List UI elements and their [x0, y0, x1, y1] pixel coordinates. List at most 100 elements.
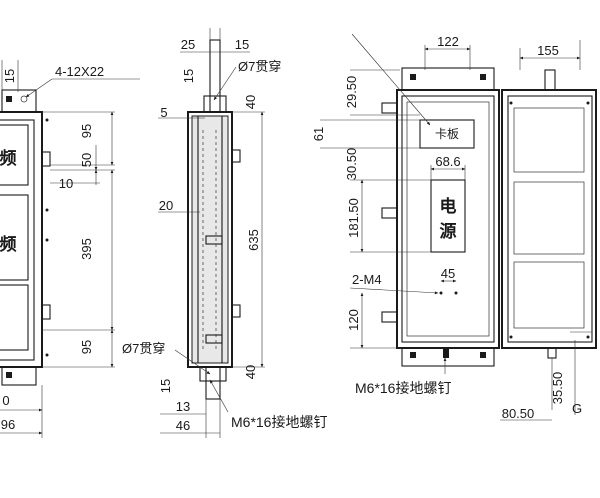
- label-g: G: [572, 401, 582, 416]
- front-bottom-bracket: [1, 366, 37, 386]
- label-through-top: Ø7贯穿: [238, 59, 281, 74]
- dim-text: 120: [346, 309, 361, 331]
- back-window-bottom: [513, 261, 585, 329]
- back-screw: [586, 101, 590, 105]
- inner-top-bracket: [401, 67, 495, 91]
- side-top-flange: [209, 39, 221, 113]
- dim-text: 0: [2, 393, 9, 408]
- dim-text: 80.50: [502, 406, 535, 421]
- label-screw-side: M6*16接地螺钉: [231, 414, 327, 430]
- dim-text: 46: [176, 418, 190, 433]
- inner-enclosure-frame: [401, 95, 495, 343]
- back-window-top: [513, 107, 585, 173]
- power-label-char-1: 电: [440, 196, 457, 216]
- front-top-bracket: [1, 89, 37, 113]
- back-view: 155 35.50 80.50 G: [500, 40, 597, 421]
- front-screw: [45, 208, 49, 212]
- front-view: 频 频 95 50 10 395 95 15 4-12X22: [0, 60, 140, 438]
- dim-text: 96: [1, 417, 15, 432]
- dim-text: 95: [79, 124, 94, 138]
- dim-text: 155: [537, 43, 559, 58]
- front-window-mid-label: 频: [0, 234, 17, 254]
- dim-text: 25: [181, 37, 195, 52]
- back-door-outline: [501, 89, 597, 349]
- side-view: 25 15 Ø7贯穿 15 5 40 20 635 Ø7贯穿 15 40 13 …: [122, 28, 327, 438]
- dim-text: 30.50: [344, 148, 359, 181]
- dim-text: 181.50: [346, 198, 361, 238]
- front-enclosure-inner: [0, 119, 35, 361]
- inner-side-tab: [381, 311, 398, 323]
- side-top-bracket: [203, 95, 227, 113]
- dim-text: 20: [159, 198, 173, 213]
- inner-bottom-slot: [480, 352, 486, 358]
- back-screw: [509, 101, 513, 105]
- inner-top-slot: [480, 74, 486, 80]
- front-side-tab-bottom: [41, 304, 51, 320]
- inner-side-tab: [381, 102, 398, 114]
- dim-text: 68.6: [435, 154, 460, 169]
- front-top-slot: [6, 96, 12, 102]
- back-bottom-stud: [547, 347, 557, 359]
- back-screw: [586, 335, 590, 339]
- leader-line: [174, 349, 211, 375]
- label-through-bottom: Ø7贯穿: [122, 341, 165, 356]
- inner-bottom-slot: [410, 352, 416, 358]
- back-top-stud: [544, 69, 556, 91]
- ground-stud: [443, 348, 449, 358]
- dim-text: 10: [59, 176, 73, 191]
- leader-line: [25, 78, 53, 98]
- side-tab: [231, 149, 241, 163]
- dim-text: 95: [79, 340, 94, 354]
- dim-text: 61: [311, 127, 326, 141]
- dim-text: 122: [437, 34, 459, 49]
- dim-text: 50: [79, 153, 94, 167]
- side-enclosure-inner: [191, 115, 229, 364]
- front-window-mid: [0, 194, 29, 281]
- label-holes: 4-12X22: [55, 64, 104, 79]
- dim-text: 45: [441, 266, 455, 281]
- dim-text: 395: [79, 238, 94, 260]
- m4-hole: [454, 291, 458, 295]
- side-tab: [205, 334, 223, 344]
- leader-line: [351, 33, 431, 126]
- inner-enclosure-panel: [406, 101, 490, 337]
- dim-text: 29.50: [344, 76, 359, 109]
- label-screw-inner: M6*16接地螺钉: [355, 380, 451, 396]
- power-label-char-2: 源: [440, 221, 457, 241]
- m4-hole: [439, 291, 443, 295]
- front-window-bottom: [0, 284, 29, 351]
- inner-side-tab: [381, 207, 398, 219]
- side-tab: [231, 304, 241, 318]
- dim-text: 15: [2, 69, 17, 83]
- card-plate: [419, 119, 475, 149]
- back-door-inner: [507, 95, 593, 343]
- dim-text: 15: [158, 379, 173, 393]
- label-card: 卡板: [435, 127, 459, 141]
- dim-text: 15: [181, 69, 196, 83]
- leader-line: [349, 287, 439, 295]
- dim-text: 35.50: [550, 372, 565, 405]
- label-m4: 2-M4: [352, 272, 382, 287]
- power-label-box: [430, 179, 466, 253]
- inner-view: 卡板 电 源 122 29.50 61 30.50 181.50 68.6 45: [311, 33, 500, 396]
- front-window-top: [0, 124, 29, 186]
- dim-text: 40: [243, 95, 258, 109]
- front-window-top-label: 频: [0, 148, 17, 168]
- back-screw: [509, 335, 513, 339]
- inner-top-slot: [410, 74, 416, 80]
- front-side-tab-top: [41, 151, 51, 167]
- leader-line: [209, 379, 229, 413]
- front-bottom-slot: [6, 372, 12, 378]
- leader-line: [213, 66, 237, 101]
- front-screw: [45, 238, 49, 242]
- front-screw: [45, 118, 49, 122]
- dim-text: 5: [160, 105, 167, 120]
- side-tab: [205, 235, 223, 245]
- dim-text: 635: [246, 229, 261, 251]
- front-screw: [45, 353, 49, 357]
- front-top-hole: [20, 95, 28, 103]
- dim-text: 13: [176, 399, 190, 414]
- dim-text: 40: [243, 365, 258, 379]
- side-bottom-bracket: [199, 366, 227, 382]
